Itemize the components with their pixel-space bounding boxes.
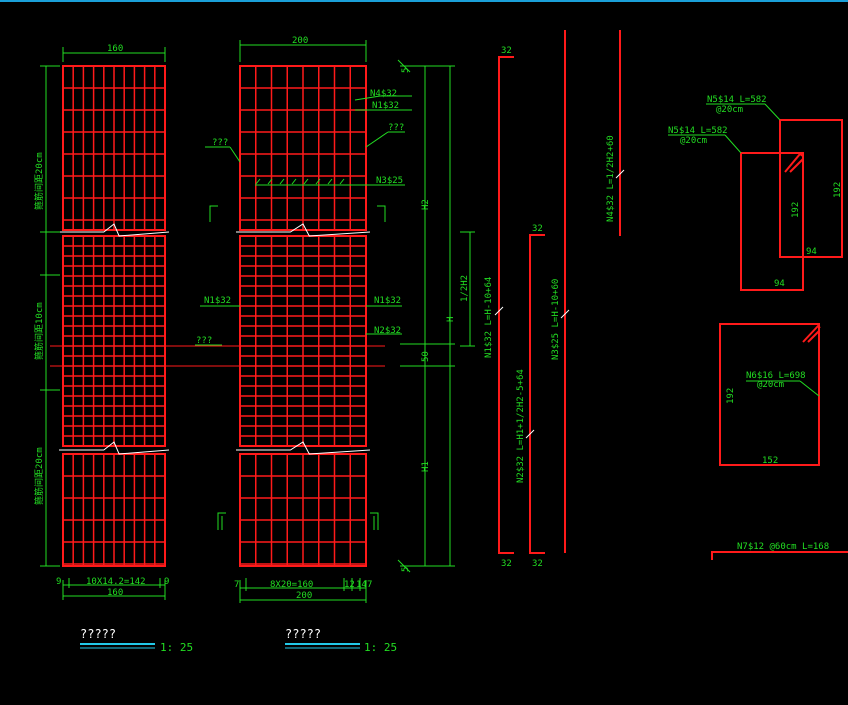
bar-n1-top: 32 [501, 46, 512, 56]
n5a-label: N5$14 L=582 [707, 95, 767, 105]
left-column-rebar-grid [59, 65, 170, 567]
stirrup-n5a-shape [779, 119, 843, 258]
bar-n3-label: N3$25 L=H-10+60 [551, 279, 561, 360]
left-section-scale: 1: 25 [160, 641, 193, 654]
right-dim-r3: 7 [367, 580, 372, 590]
bar-n1-shape [498, 56, 514, 554]
right-dim-mid: 8X20=160 [270, 580, 313, 590]
label-n3: N3$25 [376, 176, 403, 186]
bar-n2-shape [529, 234, 545, 554]
label-q2: ??? [212, 138, 228, 148]
bar-n2-top: 32 [532, 224, 543, 234]
left-side-dim-2: 箍筋间距10cm [33, 302, 45, 360]
vdim-h1: H1 [421, 461, 431, 472]
n5b-spacing: @20cm [680, 136, 707, 146]
vdim-top: 5 [401, 68, 411, 73]
bar-n2-bottom: 32 [532, 559, 543, 569]
bar-n4-label: N4$32 L=1/2H2+60 [606, 135, 616, 222]
label-q1: ??? [388, 123, 404, 133]
n6-spacing: @20cm [757, 380, 784, 390]
bar-n2-label: N2$32 L=H1+1/2H2-5+64 [516, 369, 526, 483]
label-n1-top: N1$32 [372, 101, 399, 111]
bar-n1-label: N1$32 L=H-10+64 [484, 277, 494, 358]
n6-w: 152 [762, 456, 778, 466]
right-column-rebar-grid [236, 65, 371, 567]
n6-h: 192 [726, 388, 736, 404]
left-side-dim-1: 箍筋间距20cm [33, 152, 45, 210]
left-width-bottom: 160 [107, 588, 123, 598]
left-dim-mid: 10X14.2=142 [86, 577, 146, 587]
left-dim-left: 9 [56, 577, 61, 587]
vdim-h2: H2 [421, 199, 431, 210]
n5b-h: 192 [791, 202, 801, 218]
left-side-dim-3: 箍筋间距20cm [33, 447, 45, 505]
right-dim-left: 7 [234, 580, 239, 590]
vdim-bottom: 5 [401, 567, 411, 572]
vdim-h: H [446, 317, 456, 322]
n5a-w: 94 [806, 247, 817, 257]
right-dim-r1: 12 [344, 580, 355, 590]
bar-n1-bottom: 32 [501, 559, 512, 569]
left-section-title: ????? [80, 627, 116, 641]
n5a-h: 192 [833, 182, 843, 198]
label-q3: ??? [196, 336, 212, 346]
label-n1-mid-left: N1$32 [204, 296, 231, 306]
n6-label: N6$16 L=698 [746, 371, 806, 381]
vdim-gap: 50 [421, 351, 431, 362]
n7-label: N7$12 @60cm L=168 [737, 542, 829, 552]
label-n4: N4$32 [370, 89, 397, 99]
vdim-half-h2: 1/2H2 [460, 275, 470, 302]
right-width-top: 200 [292, 36, 308, 46]
left-width-top: 160 [107, 44, 123, 54]
right-width-bottom: 200 [296, 591, 312, 601]
stirrup-n6-shape [719, 323, 820, 466]
window-top-border [0, 0, 848, 2]
stirrup-n5b-shape [740, 152, 804, 291]
right-section-title: ????? [285, 627, 321, 641]
label-n2: N2$32 [374, 326, 401, 336]
label-n1-mid-right: N1$32 [374, 296, 401, 306]
left-dim-right: 9 [164, 577, 169, 587]
n5b-label: N5$14 L=582 [668, 126, 728, 136]
n5a-spacing: @20cm [716, 105, 743, 115]
right-dim-r2: 14 [356, 580, 367, 590]
right-section-scale: 1: 25 [364, 641, 397, 654]
n5b-w: 94 [774, 279, 785, 289]
